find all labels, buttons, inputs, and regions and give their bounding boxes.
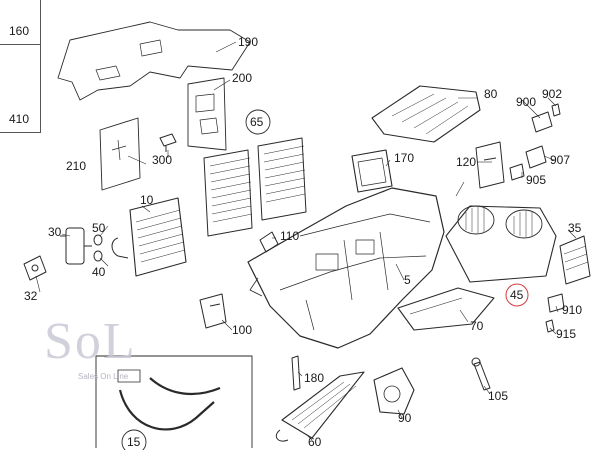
- label-100: 100: [232, 323, 252, 337]
- label-907: 907: [550, 153, 570, 167]
- part-5-hvac-housing: [247, 187, 445, 349]
- label-45: 45: [510, 288, 524, 302]
- part-40-oring: [93, 250, 103, 262]
- label-900: 900: [516, 95, 536, 109]
- label-65: 65: [250, 115, 264, 129]
- part-35-regulator: [559, 235, 591, 285]
- label-200: 200: [232, 71, 252, 85]
- label-60: 60: [308, 435, 322, 449]
- part-90-servo-motor: [373, 367, 415, 415]
- part-190-cover-panel: [57, 21, 251, 101]
- label-15: 15: [127, 435, 141, 449]
- part-105-sensor-rod: [471, 357, 491, 391]
- side-label-410: 410: [9, 112, 30, 126]
- part-80-flap-housing: [371, 85, 481, 143]
- part-45-blower-assembly: [445, 205, 557, 283]
- part-905-actuator: [509, 163, 525, 181]
- part-100-connector: [199, 293, 227, 329]
- label-80: 80: [484, 87, 498, 101]
- leader-lines: [35, 41, 577, 441]
- part-180-drain-tube: [291, 355, 301, 391]
- part-200-bracket: [187, 77, 227, 151]
- label-905: 905: [526, 173, 546, 187]
- watermark-tagline: Sales On Line: [78, 372, 129, 381]
- label-5: 5: [404, 273, 411, 287]
- label-32: 32: [24, 289, 38, 303]
- label-120: 120: [456, 155, 476, 169]
- label-910: 910: [562, 303, 582, 317]
- part-110-sensor: [259, 231, 279, 253]
- callout-circle-45: [505, 283, 529, 307]
- side-label-160: 160: [9, 24, 30, 38]
- label-210: 210: [66, 159, 86, 173]
- label-190: 190: [238, 35, 258, 49]
- label-170: 170: [394, 151, 414, 165]
- label-902: 902: [542, 87, 562, 101]
- part-60-heater-core: [275, 371, 365, 442]
- label-180: 180: [304, 371, 324, 385]
- part-70-air-duct: [397, 287, 495, 331]
- part-902-connector: [551, 103, 561, 117]
- part-907-actuator: [525, 145, 547, 169]
- label-110: 110: [280, 229, 299, 243]
- side-panel-divider: [0, 44, 40, 45]
- label-105: 105: [488, 389, 508, 403]
- part-300-clip: [159, 133, 177, 152]
- label-40: 40: [92, 265, 106, 279]
- part-900-actuator: [531, 111, 553, 133]
- label-70: 70: [470, 319, 484, 333]
- label-30: 30: [48, 225, 62, 239]
- label-915: 915: [556, 327, 576, 341]
- part-170-seal-frame: [351, 149, 393, 193]
- label-90: 90: [398, 411, 412, 425]
- part-120-control-unit: [475, 141, 505, 189]
- part-210-insulation: [99, 117, 141, 191]
- part-910-clip: [547, 293, 565, 313]
- part-15-hose-inset: [95, 355, 253, 448]
- part-32-clamp: [23, 255, 47, 281]
- part-915-screw: [545, 319, 555, 333]
- part-10-evaporator: [111, 197, 187, 277]
- hardware-side-panel: [0, 0, 41, 133]
- part-labels: 190 200 65 210 300 10 30 50 40 32 110 17…: [24, 35, 582, 449]
- part-30-expansion-valve: [60, 227, 92, 265]
- label-300: 300: [152, 153, 172, 167]
- label-50: 50: [92, 221, 106, 235]
- label-10: 10: [140, 193, 154, 207]
- part-50-oring: [93, 234, 103, 246]
- callout-circle-65: [245, 109, 271, 135]
- part-65-cabin-filters: [203, 137, 307, 237]
- label-35: 35: [568, 221, 582, 235]
- watermark-logo: SoL: [44, 313, 137, 370]
